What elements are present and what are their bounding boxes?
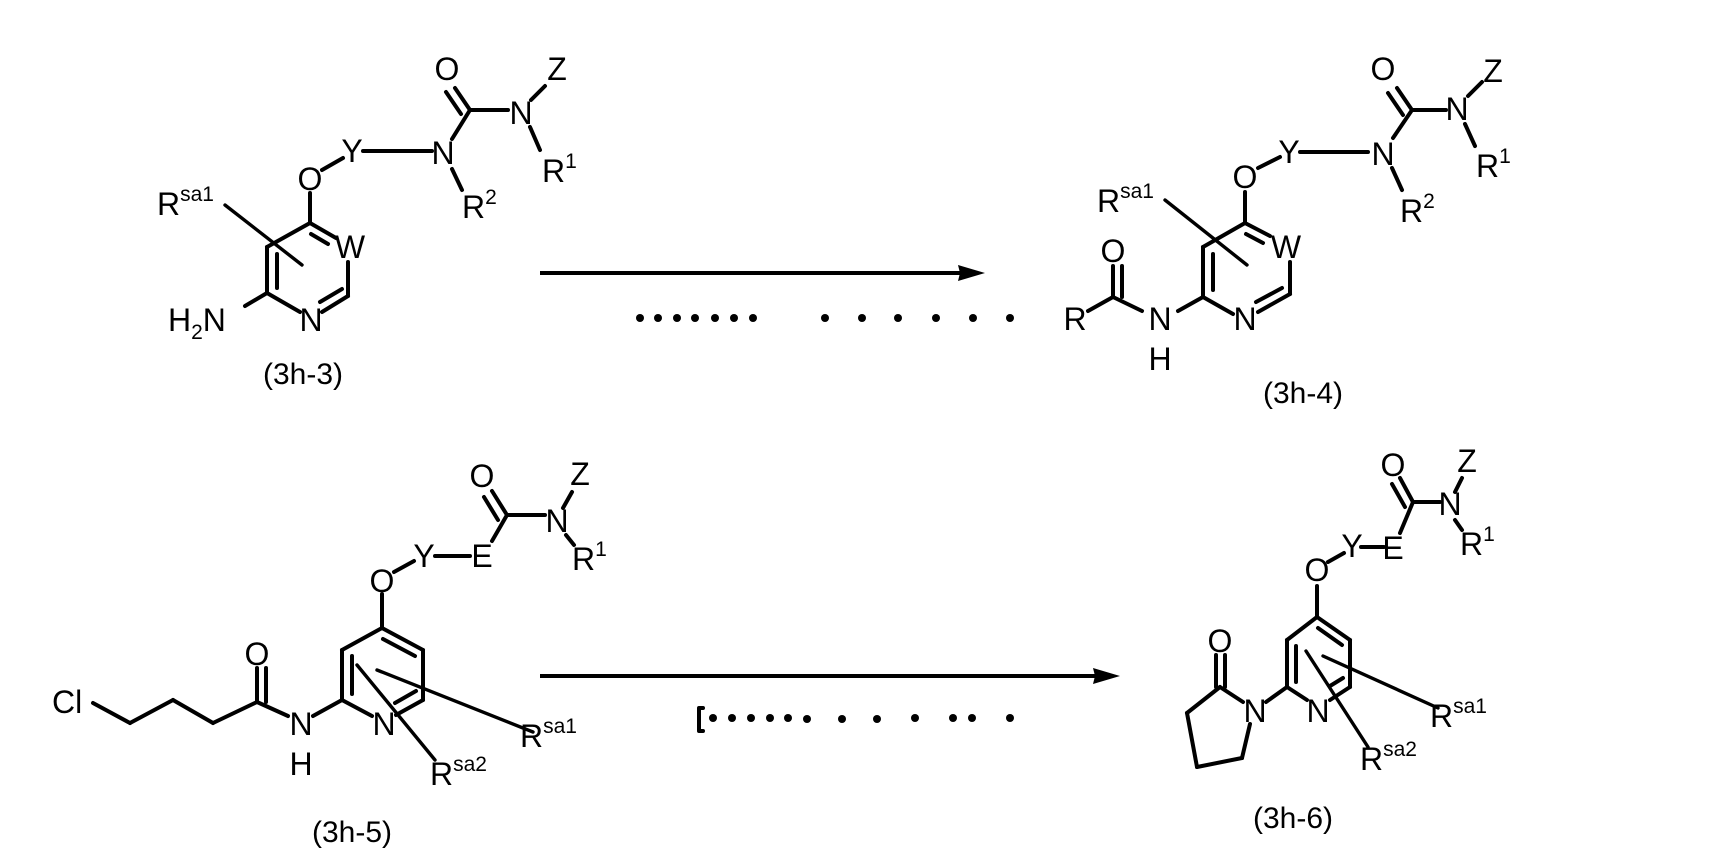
compound-label: (3h-5) <box>312 816 392 849</box>
atom-o: O <box>1305 552 1330 588</box>
atom-n: N <box>299 302 322 338</box>
atom-n: N <box>1148 301 1171 337</box>
atom-o: O <box>1208 623 1233 659</box>
atom-r2: R2 <box>1400 190 1435 229</box>
atom-rsa1: Rsa1 <box>157 183 214 222</box>
atom-z: Z <box>1457 443 1477 479</box>
atom-r2: R2 <box>462 186 497 225</box>
reaction-arrow-1 <box>540 265 1014 322</box>
atom-h: H <box>289 746 312 782</box>
atom-y: Y <box>341 133 362 169</box>
compound-label: (3h-6) <box>1253 802 1333 835</box>
atom-e: E <box>471 538 492 574</box>
atom-o: O <box>470 458 495 494</box>
atom-n: N <box>431 135 454 171</box>
atom-r1: R1 <box>542 150 577 189</box>
atom-n: N <box>1243 693 1266 729</box>
atom-w: W <box>335 229 366 265</box>
atom-n: N <box>1233 301 1256 337</box>
atom-n: N <box>545 503 568 539</box>
compound-label: (3h-4) <box>1263 377 1343 410</box>
atom-rsa1: Rsa1 <box>520 715 577 754</box>
atom-z: Z <box>570 456 590 492</box>
reaction-conditions-dots <box>636 314 1014 322</box>
atom-o: O <box>1381 447 1406 483</box>
compound-3h-6: O N N O Y E O N Z R1 Rsa1 Rsa2 (3h-6) <box>1185 443 1495 835</box>
atom-cl: Cl <box>52 684 82 720</box>
atom-o: O <box>1101 233 1126 269</box>
atom-w: W <box>1271 229 1302 265</box>
atom-n: N <box>509 95 532 131</box>
reaction-arrow-2 <box>540 668 1120 733</box>
atom-o: O <box>1233 159 1258 195</box>
atom-amine: H2N <box>168 302 226 344</box>
compound-3h-5: Cl O N H N O Y E O N Z R1 Rsa1 Rsa2 (3h-… <box>52 456 607 849</box>
atom-rsa2: Rsa2 <box>430 753 487 792</box>
atom-h: H <box>1148 341 1171 377</box>
atom-y: Y <box>1341 528 1362 564</box>
atom-n: N <box>1438 486 1461 522</box>
atom-rsa1: Rsa1 <box>1097 180 1154 219</box>
atom-o: O <box>1371 51 1396 87</box>
atom-n: N <box>1371 136 1394 172</box>
compound-3h-4: O Z N R1 N R2 Y O Rsa1 W N N H O R (3h-4… <box>1063 51 1510 410</box>
atom-r: R <box>1063 301 1086 337</box>
atom-r1: R1 <box>572 538 607 577</box>
atom-z: Z <box>1483 53 1503 89</box>
atom-n: N <box>1306 693 1329 729</box>
atom-o: O <box>298 161 323 197</box>
atom-n: N <box>372 706 395 742</box>
atom-o: O <box>435 51 460 87</box>
compound-3h-3: O Z N R1 N R2 Y O Rsa1 W N H2N (3h-3) <box>157 51 577 391</box>
atom-n: N <box>289 706 312 742</box>
atom-o: O <box>245 636 270 672</box>
compound-label: (3h-3) <box>263 358 343 391</box>
atom-rsa2: Rsa2 <box>1360 738 1417 777</box>
atom-y: Y <box>413 538 434 574</box>
arrowhead-icon <box>958 265 985 281</box>
bracket-icon <box>697 706 705 733</box>
atom-o: O <box>370 563 395 599</box>
arrowhead-icon <box>1093 668 1120 684</box>
atom-e: E <box>1382 530 1403 566</box>
atom-r1: R1 <box>1476 145 1511 184</box>
atom-r1: R1 <box>1460 523 1495 562</box>
atom-z: Z <box>547 51 567 87</box>
atom-n: N <box>1445 91 1468 127</box>
atom-y: Y <box>1278 134 1299 170</box>
reaction-conditions-dots <box>697 706 1014 733</box>
atom-rsa1: Rsa1 <box>1430 695 1487 734</box>
